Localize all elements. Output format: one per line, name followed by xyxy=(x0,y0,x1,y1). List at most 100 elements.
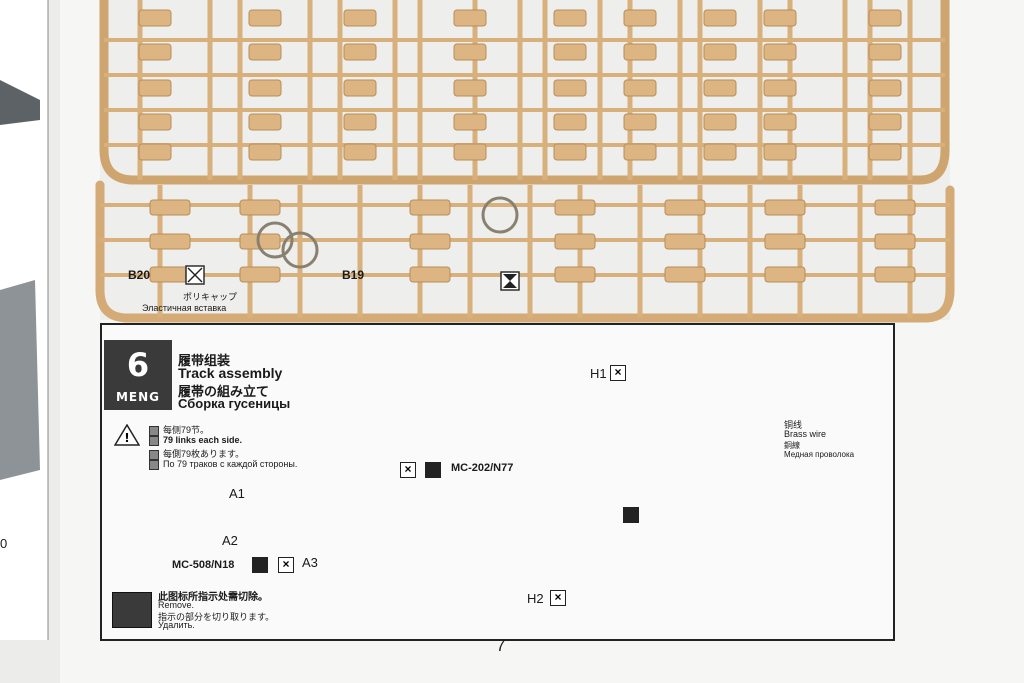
sprue-link-part xyxy=(763,9,797,27)
sprue-label-b20: B20 xyxy=(128,268,151,282)
sprue-link-part xyxy=(554,199,596,216)
sprue-link-part xyxy=(138,79,172,97)
sprue-link-part xyxy=(763,113,797,131)
sprue-link-part xyxy=(623,143,657,161)
sprue-link-part xyxy=(664,233,706,250)
sprue-link-part xyxy=(868,9,902,27)
sprue-link-part xyxy=(623,79,657,97)
paint-brush-icon-2 xyxy=(252,557,268,573)
sprue-wheel xyxy=(481,196,519,234)
sprue-link-part xyxy=(874,199,916,216)
sprue-link-part xyxy=(149,266,191,283)
step-title-ru: Сборка гусеницы xyxy=(178,396,291,411)
sprue-wheel xyxy=(256,221,294,259)
sprue-link-part xyxy=(239,199,281,216)
sprue-link-part xyxy=(409,199,451,216)
sprue-link-part xyxy=(409,266,451,283)
sprue-link-part xyxy=(664,199,706,216)
wire-label-jp: 銅線 xyxy=(784,441,800,450)
sprue-marker-cut xyxy=(185,265,205,285)
sprue-link-part xyxy=(553,113,587,131)
remove-note-en: Remove. xyxy=(158,600,195,610)
paint-code-mc202: MC-202/N77 xyxy=(451,462,514,474)
wire-label-cn: 铜线 xyxy=(784,420,803,430)
sprue-link-part xyxy=(553,79,587,97)
sprue-link-part xyxy=(138,143,172,161)
sprue-link-part xyxy=(553,43,587,61)
sprue-link-part xyxy=(248,79,282,97)
paint-code-mc508: MC-508/N18 xyxy=(172,559,235,571)
step-number: 6 xyxy=(126,346,150,384)
sprue-link-part xyxy=(343,143,377,161)
note-cn: 每侧79节。 xyxy=(149,423,209,436)
step-badge: 6 MENG xyxy=(104,340,172,410)
sprue-link-part xyxy=(764,199,806,216)
sprue-link-part xyxy=(453,143,487,161)
sprue-link-part xyxy=(623,43,657,61)
paint-brush-icon xyxy=(425,462,441,478)
sprue-link-part xyxy=(553,9,587,27)
sprue-link-part xyxy=(554,233,596,250)
sprue-link-part xyxy=(343,79,377,97)
sprue-link-part xyxy=(623,113,657,131)
sprue-link-part xyxy=(764,233,806,250)
remove-note-jp: 指示の部分を切り取ります。 xyxy=(158,612,275,622)
wire-label-ru: Медная проволока xyxy=(784,450,855,459)
note-jp: 每側79枚あります。 xyxy=(149,447,244,460)
sprue-link-part xyxy=(149,199,191,216)
sprue-link-part xyxy=(138,113,172,131)
lang-cn-icon xyxy=(149,425,159,436)
sprue-link-part xyxy=(248,143,282,161)
sprue-label-jp: ポリキャップ xyxy=(183,292,238,302)
sprue-link-part xyxy=(868,143,902,161)
sprue-link-part xyxy=(763,143,797,161)
note-ru: По 79 траков с каждой стороны. xyxy=(149,459,297,470)
instruction-panel xyxy=(100,323,895,641)
sprue-link-part xyxy=(409,233,451,250)
left-page-drawing-mid xyxy=(0,280,40,480)
sprue-link-part xyxy=(138,9,172,27)
svg-text:!: ! xyxy=(124,431,129,445)
sprue-link-part xyxy=(763,43,797,61)
sprue-link-part xyxy=(553,143,587,161)
part-label-h2: H2 xyxy=(527,591,544,606)
left-page-number-fragment: 0 xyxy=(0,536,8,551)
sprue-wheel xyxy=(281,231,319,269)
warning-icon: ! xyxy=(114,424,140,446)
sprue-track-parts xyxy=(138,9,916,283)
part-label-h1: H1 xyxy=(590,366,607,381)
sprue-frame-upper xyxy=(99,0,950,185)
sprue-link-part xyxy=(703,143,737,161)
brand-logo: MENG xyxy=(115,390,161,404)
sprue-link-part xyxy=(874,266,916,283)
sprue-marker-hourglass xyxy=(500,271,520,291)
sprue-link-part xyxy=(703,9,737,27)
sprue-link-part xyxy=(664,266,706,283)
page-number: 7 xyxy=(496,636,506,655)
knife-icon-wire xyxy=(623,507,639,523)
sprue-link-part xyxy=(763,79,797,97)
step-title-cn: 履带组装 xyxy=(178,353,231,368)
sprue-link-part xyxy=(453,79,487,97)
sprue-link-part xyxy=(874,233,916,250)
wire-label-en: Brass wire xyxy=(784,429,827,439)
sprue-link-part xyxy=(239,266,281,283)
sprue-label-ru: Эластичная вставка xyxy=(142,303,227,313)
cut-icon-cap: × xyxy=(400,462,416,478)
sprue-link-part xyxy=(868,79,902,97)
sprue-link-part xyxy=(248,43,282,61)
sprue-label-b19: B19 xyxy=(342,268,365,282)
step-title-en: Track assembly xyxy=(178,365,283,381)
sprue-link-part xyxy=(453,43,487,61)
sprue-link-part xyxy=(868,43,902,61)
sprue-link-part xyxy=(703,113,737,131)
sprue-link-part xyxy=(149,233,191,250)
sprue-link-part xyxy=(343,43,377,61)
left-page-drawing-top xyxy=(0,80,40,125)
sprue-link-part xyxy=(343,9,377,27)
cut-icon-a3: × xyxy=(278,557,294,573)
part-label-a2: A2 xyxy=(222,533,238,548)
lang-jp-icon xyxy=(149,449,159,460)
sprue-backdrop xyxy=(100,0,950,320)
sprue-link-part xyxy=(868,113,902,131)
